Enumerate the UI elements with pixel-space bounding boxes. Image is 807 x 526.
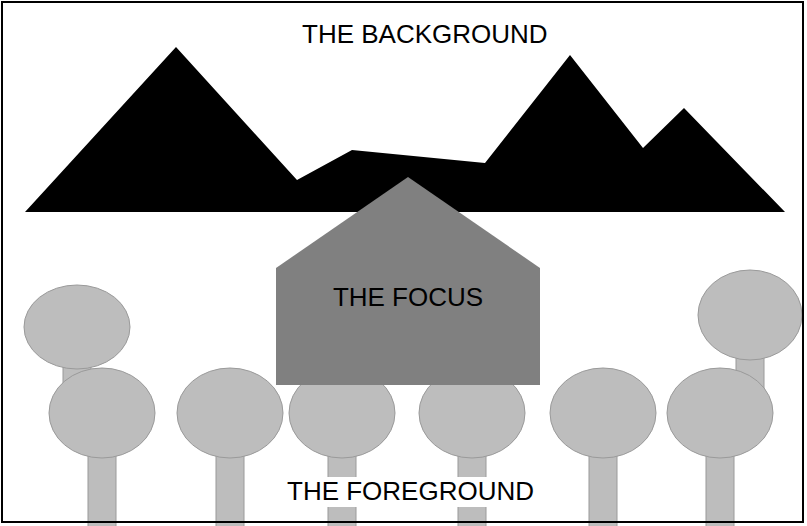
tree — [667, 368, 773, 526]
house-body — [276, 177, 540, 385]
house-shape: THE FOCUS — [276, 177, 540, 385]
focus-label: THE FOCUS — [276, 283, 540, 313]
foreground-label: THE FOREGROUND — [283, 477, 538, 507]
tree — [49, 368, 155, 526]
background-label: THE BACKGROUND — [302, 20, 548, 50]
tree — [177, 368, 283, 526]
house-outline — [276, 177, 540, 385]
tree — [550, 368, 656, 526]
